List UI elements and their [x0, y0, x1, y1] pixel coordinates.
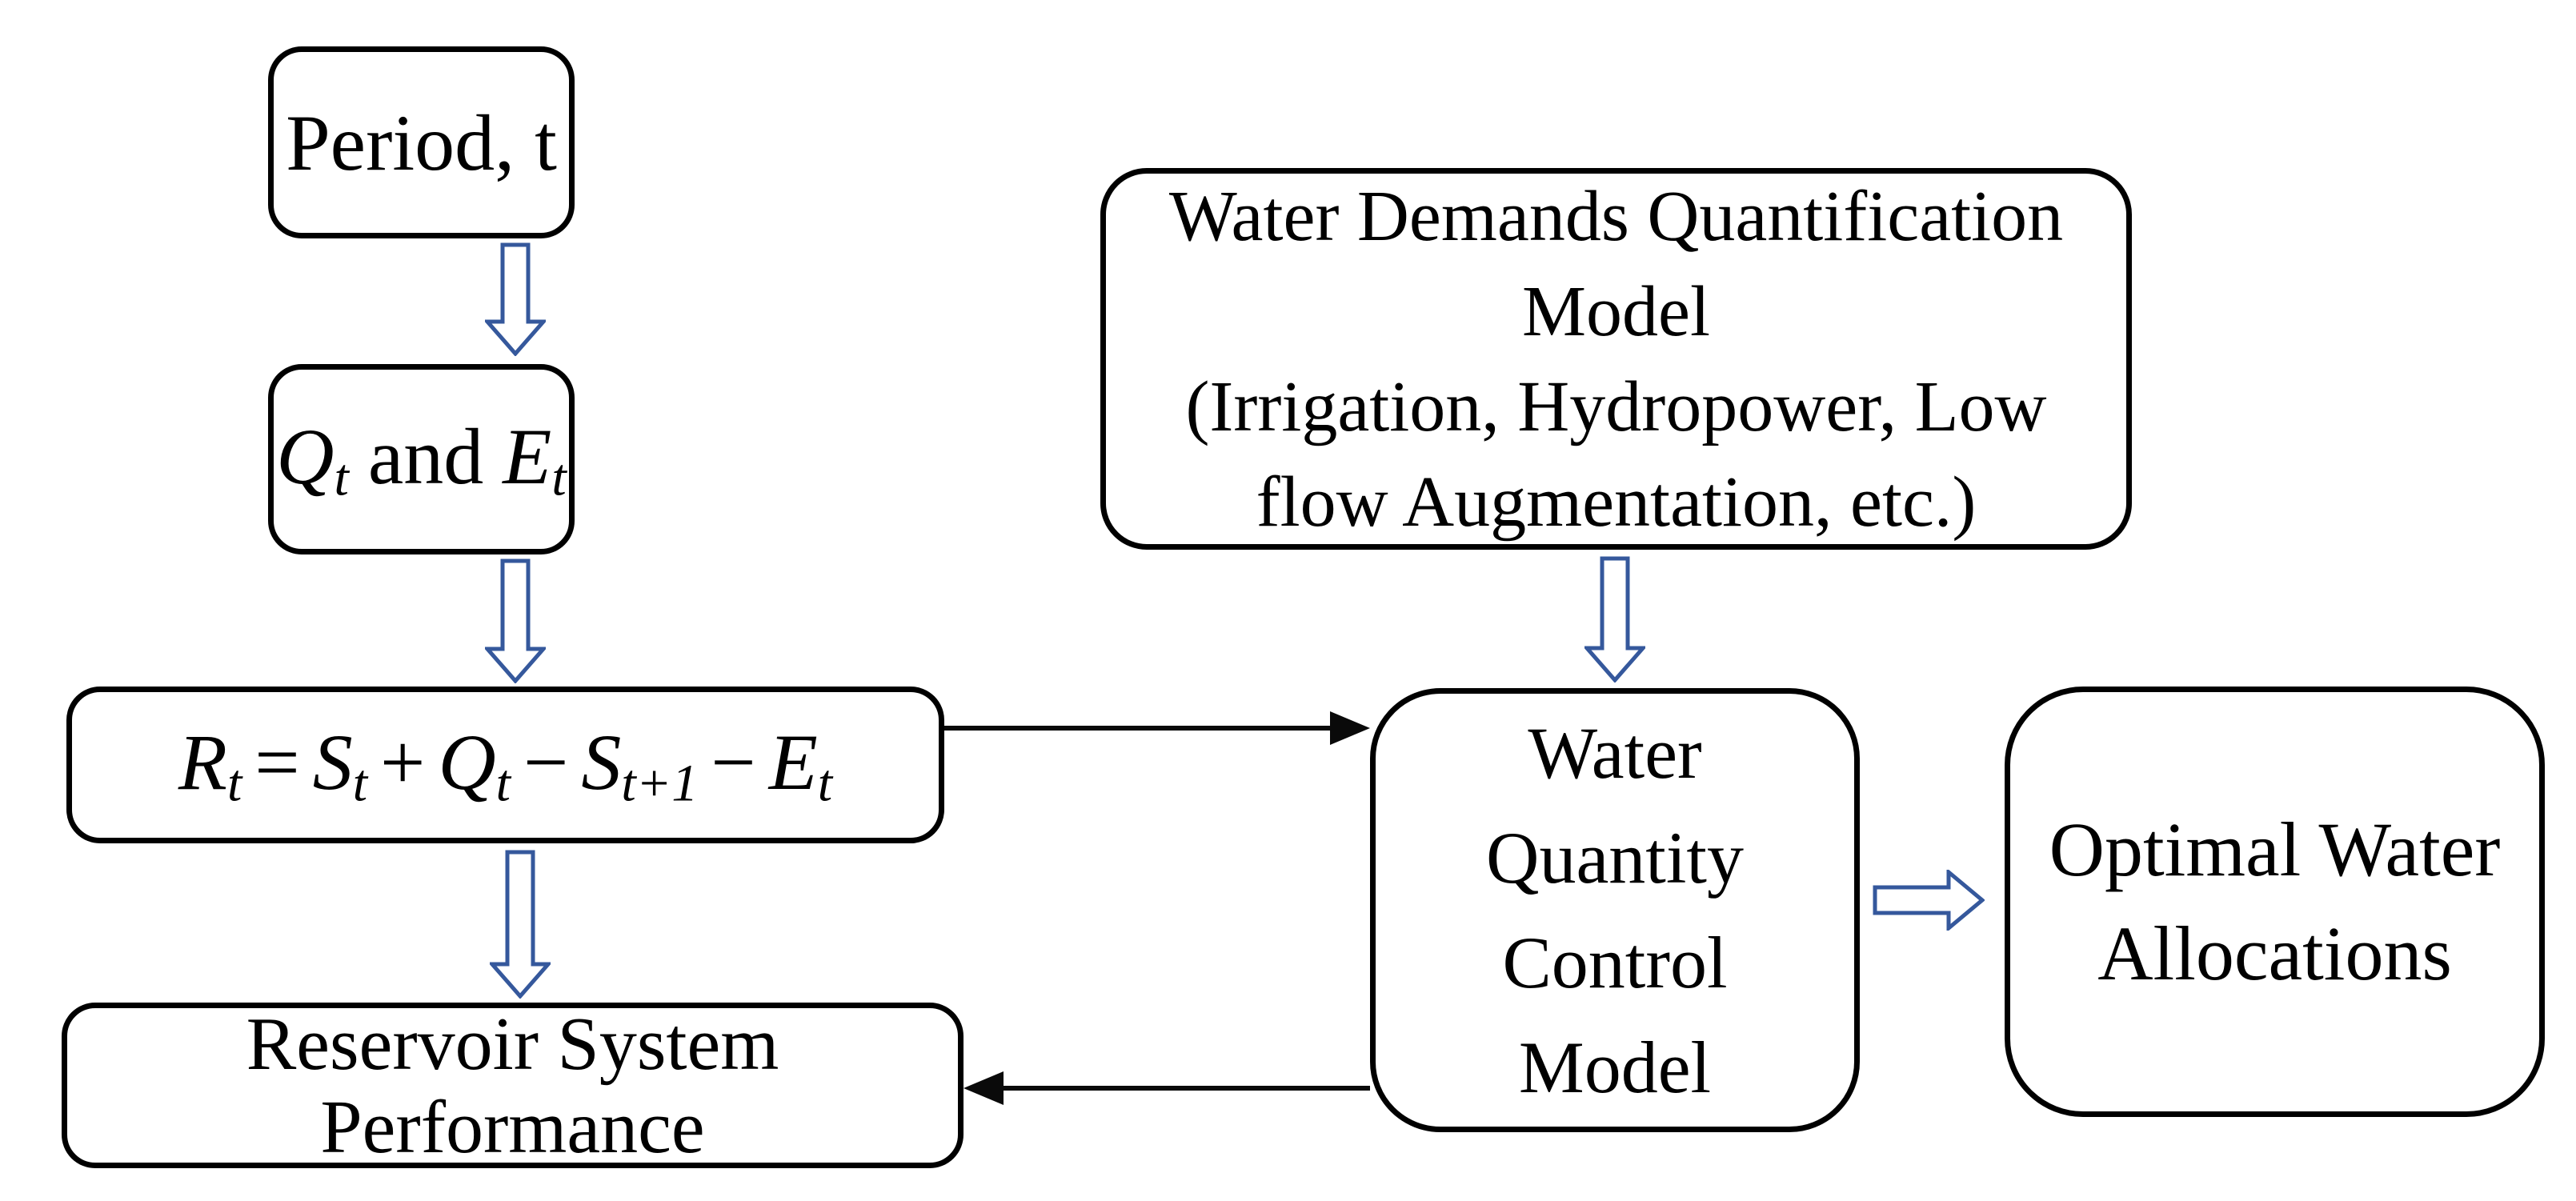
- node-water-demands-line1: Water Demands Quantification: [1168, 176, 2064, 256]
- block-arrow-down-demands-to-control-icon: [1584, 556, 1645, 683]
- node-reservoir-performance: Reservoir System Performance: [62, 1002, 963, 1169]
- node-release-equation: Rt=St+Qt−St+1−Et: [66, 687, 944, 843]
- node-wqcm-line3: Control: [1502, 921, 1728, 1003]
- block-arrow-down-inflow-to-equation-icon: [485, 558, 546, 683]
- node-optimal-allocations: Optimal Water Allocations: [2005, 687, 2545, 1117]
- node-water-demands-line3: (Irrigation, Hydropower, Low: [1185, 366, 2047, 446]
- node-reservoir-performance-line2: Performance: [320, 1085, 705, 1169]
- node-wqcm-line4: Model: [1518, 1026, 1712, 1108]
- block-arrow-down-equation-to-performance-icon: [490, 850, 551, 999]
- node-release-equation-label: Rt=St+Qt−St+1−Et: [178, 717, 833, 813]
- block-arrow-down-period-to-inflow-icon: [485, 242, 546, 356]
- line-arrow-right-equation-to-control-icon: [944, 706, 1370, 751]
- node-reservoir-performance-line1: Reservoir System: [246, 1002, 779, 1086]
- node-wqcm-line1: Water: [1528, 711, 1702, 794]
- node-water-demands-model: Water Demands Quantification Model (Irri…: [1100, 168, 2132, 550]
- node-water-demands-line2: Model: [1522, 271, 1710, 351]
- node-period-label: Period, t: [286, 98, 557, 187]
- node-water-quantity-control-model: Water Quantity Control Model: [1370, 688, 1860, 1132]
- line-arrow-left-control-to-performance-icon: [963, 1066, 1370, 1111]
- node-period: Period, t: [268, 46, 575, 238]
- node-water-demands-line4: flow Augmentation, etc.): [1256, 462, 1977, 542]
- block-arrow-right-control-to-optimal-icon: [1873, 870, 1985, 931]
- node-optimal-line1: Optimal Water: [2049, 807, 2501, 892]
- node-wqcm-line2: Quantity: [1486, 816, 1744, 899]
- node-optimal-line2: Allocations: [2097, 911, 2452, 996]
